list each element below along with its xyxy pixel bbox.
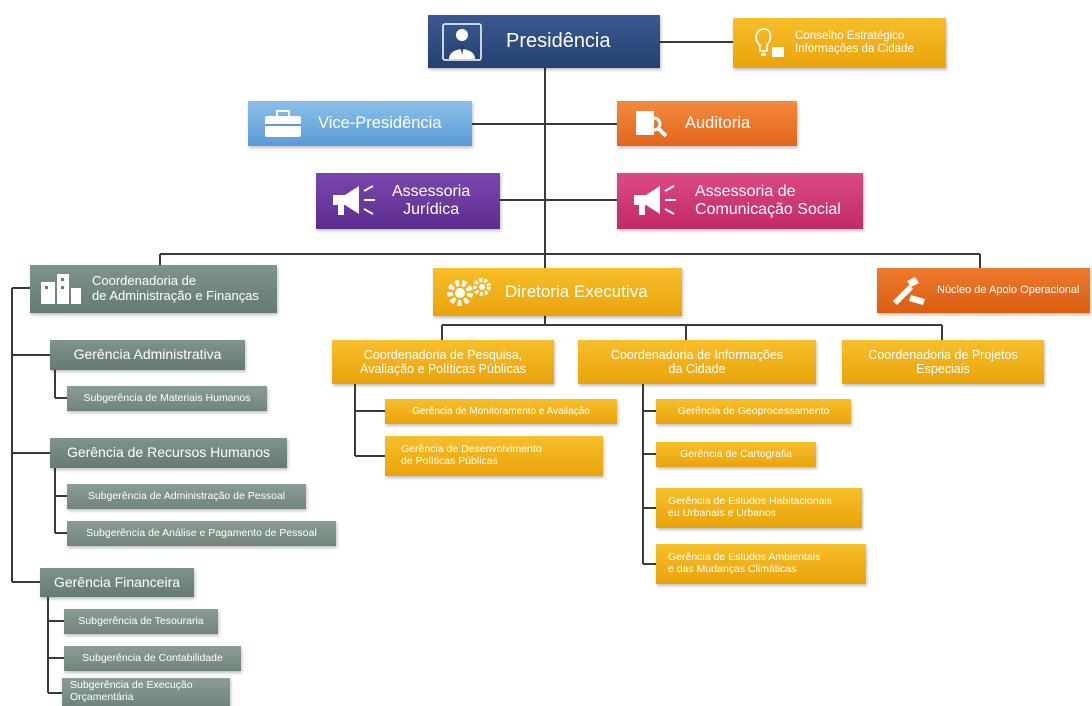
box-gerencia-ambientais: Gerência de Estudos Ambientais e das Mud…: [656, 544, 866, 584]
box-gerencia-cartografia: Gerência de Cartografia: [656, 442, 816, 467]
label-ger-admin: Gerência Administrativa: [73, 346, 222, 363]
label-ger-desenvolvimento-2: de Políticas Públicas: [401, 455, 498, 467]
box-subgerencia-tesouraria: Subgerência de Tesouraria: [64, 609, 218, 634]
person-icon: [438, 20, 486, 64]
box-coord-pesquisa: Coordenadoria de Pesquisa, Avaliação e P…: [332, 340, 554, 384]
label-ger-habitacionais-2: eu Urbanais e Urbanos: [668, 507, 776, 519]
box-conselho: Conselho Estratégico Informações da Cida…: [733, 18, 946, 68]
magnifier-document-icon: [631, 106, 671, 142]
box-gerencia-administrativa: Gerência Administrativa: [50, 340, 245, 370]
box-coord-informacoes: Coordenadoria de Informações da Cidade: [578, 340, 816, 384]
label-sub-execucao-2: Orçamentária: [70, 691, 134, 703]
box-coord-administracao: Coordenadoria de de Administração e Fina…: [30, 265, 277, 313]
box-gerencia-habitacionais: Gerência de Estudos Habitacionais eu Urb…: [656, 488, 862, 528]
label-sub-adm-pessoal: Subgerência de Administração de Pessoal: [87, 489, 286, 502]
label-conselho-1: Conselho Estratégico: [795, 30, 905, 43]
box-subgerencia-contabilidade: Subgerência de Contabilidade: [64, 646, 241, 671]
box-gerencia-financeira: Gerência Financeira: [40, 568, 194, 597]
box-subgerencia-adm-pessoal: Subgerência de Administração de Pessoal: [67, 484, 306, 509]
box-assessoria-comunicacao: Assessoria de Comunicação Social: [617, 173, 863, 229]
building-icon: [38, 269, 84, 309]
label-diretoria: Diretoria Executiva: [505, 282, 648, 302]
box-subgerencia-execucao: Subgerência de Execução Orçamentária: [62, 678, 230, 706]
box-nucleo-apoio: Núcleo de Apoio Operacional: [877, 268, 1090, 313]
label-conselho-2: Informações da Cidade: [795, 43, 914, 55]
box-subgerencia-materiais: Subgerência de Materiais Humanos: [67, 386, 267, 411]
box-coord-projetos: Coordenadoria de Projetos Especiais: [842, 340, 1044, 384]
box-vice-presidencia: Vice-Presidência: [248, 101, 472, 146]
box-subgerencia-pagamento-pessoal: Subgerência de Análise e Pagamento de Pe…: [67, 521, 336, 546]
gears-icon: [443, 272, 495, 312]
label-juridica-1: Assessoria: [392, 183, 471, 201]
label-comunicacao-2: Comunicação Social: [695, 201, 841, 218]
label-ger-ambientais-2: e das Mudanças Climáticas: [668, 563, 797, 575]
label-sub-execucao-1: Subgerência de Execução: [70, 679, 193, 692]
label-ger-desenvolvimento-1: Gerência de Desenvolvimento: [401, 443, 542, 456]
megaphone-icon: [629, 181, 679, 221]
label-coord-pesquisa-1: Coordenadoria de Pesquisa,: [363, 348, 523, 362]
label-coord-projetos-2: Especiais: [916, 362, 970, 376]
box-diretoria-executiva: Diretoria Executiva: [433, 268, 682, 316]
box-assessoria-juridica: Assessoria Jurídica: [316, 173, 500, 229]
label-ger-fin: Gerência Financeira: [53, 573, 181, 590]
briefcase-icon: [262, 106, 304, 142]
label-ger-monitoramento: Gerência de Monitoramento e Avaliação: [412, 405, 590, 417]
box-auditoria: Auditoria: [617, 101, 797, 146]
box-gerencia-geoprocessamento: Gerência de Geoprocessamento: [656, 399, 851, 424]
label-auditoria: Auditoria: [685, 114, 751, 133]
label-vice: Vice-Presidência: [318, 114, 442, 133]
label-coord-pesquisa-2: Avaliação e Políticas Públicas: [360, 362, 526, 376]
label-coord-projetos-1: Coordenadoria de Projetos: [868, 348, 1018, 362]
label-sub-materiais: Subgerência de Materiais Humanos: [83, 391, 251, 404]
label-coord-admin-2: de Administração e Finanças: [92, 288, 259, 303]
label-coord-info-2: da Cidade: [668, 362, 726, 376]
tools-icon: [887, 273, 931, 309]
megaphone-icon: [328, 181, 378, 221]
box-presidencia: Presidência: [428, 15, 660, 68]
lightbulb-icon: [747, 23, 787, 63]
label-sub-contabilidade: Subgerência de Contabilidade: [82, 651, 223, 664]
box-gerencia-desenvolvimento: Gerência de Desenvolvimento de Políticas…: [385, 436, 603, 476]
label-coord-info-1: Coordenadoria de Informações: [610, 348, 784, 362]
label-sub-tesouraria: Subgerência de Tesouraria: [78, 614, 204, 627]
label-presidencia: Presidência: [506, 30, 611, 53]
label-ger-geo: Gerência de Geoprocessamento: [677, 404, 830, 417]
box-gerencia-monitoramento: Gerência de Monitoramento e Avaliação: [385, 399, 617, 424]
label-sub-pag-pessoal: Subgerência de Análise e Pagamento de Pe…: [86, 526, 317, 539]
label-coord-admin-1: Coordenadoria de: [92, 273, 197, 289]
label-ger-ambientais-1: Gerência de Estudos Ambientais: [668, 551, 821, 564]
label-ger-habitacionais-1: Gerência de Estudos Habitacionais: [668, 495, 833, 508]
label-juridica-2: Jurídica: [403, 201, 460, 218]
label-ger-rh: Gerência de Recursos Humanos: [66, 444, 271, 461]
label-ger-cartografia: Gerência de Cartografia: [679, 447, 793, 460]
label-comunicacao-1: Assessoria de: [695, 183, 796, 201]
box-gerencia-recursos-humanos: Gerência de Recursos Humanos: [50, 438, 287, 468]
label-nucleo: Núcleo de Apoio Operacional: [937, 284, 1080, 297]
